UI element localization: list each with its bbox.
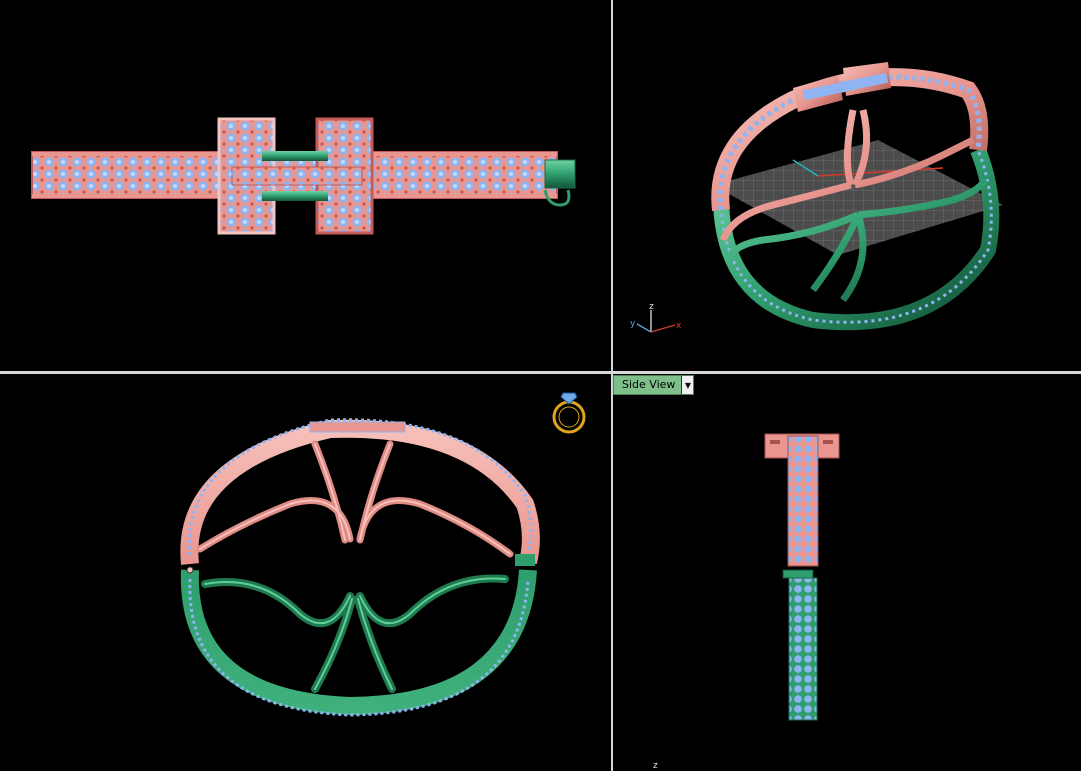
viewport-divider-horizontal[interactable] [0,371,1081,374]
top-end-clasp [544,159,576,189]
axis-z-label: z [649,302,654,312]
axis-x-label: x [676,321,682,331]
perspective-view-render: z x y [630,62,1003,333]
perspective-viewport[interactable]: z x y [613,0,1081,371]
chevron-down-icon[interactable]: ▼ [681,376,694,394]
side-view-render: z [653,433,840,771]
view-label-side[interactable]: Side View ▼ [613,375,695,395]
view-label-text: Side View [622,378,676,391]
front-ring-upper [180,419,540,565]
side-viewport[interactable]: Side View ▼ [613,374,1081,771]
top-view-render [31,117,576,235]
side-upper-column [787,435,819,567]
ring-with-diamond-icon[interactable] [552,392,586,434]
side-lower-column [788,577,818,721]
top-clasp-bar-upper [262,151,328,161]
viewport-divider-vertical[interactable] [611,0,613,771]
front-viewport[interactable] [0,374,611,771]
axis-gizmo: z x y [630,302,682,333]
top-clasp-bar-lower [262,191,328,201]
axis-y-label: y [630,319,636,329]
top-viewport[interactable] [0,0,611,371]
front-view-render [180,392,586,717]
side-axis-z-label: z [653,761,658,771]
persp-ring-lower [713,147,1000,331]
front-ring-lower [180,569,537,716]
